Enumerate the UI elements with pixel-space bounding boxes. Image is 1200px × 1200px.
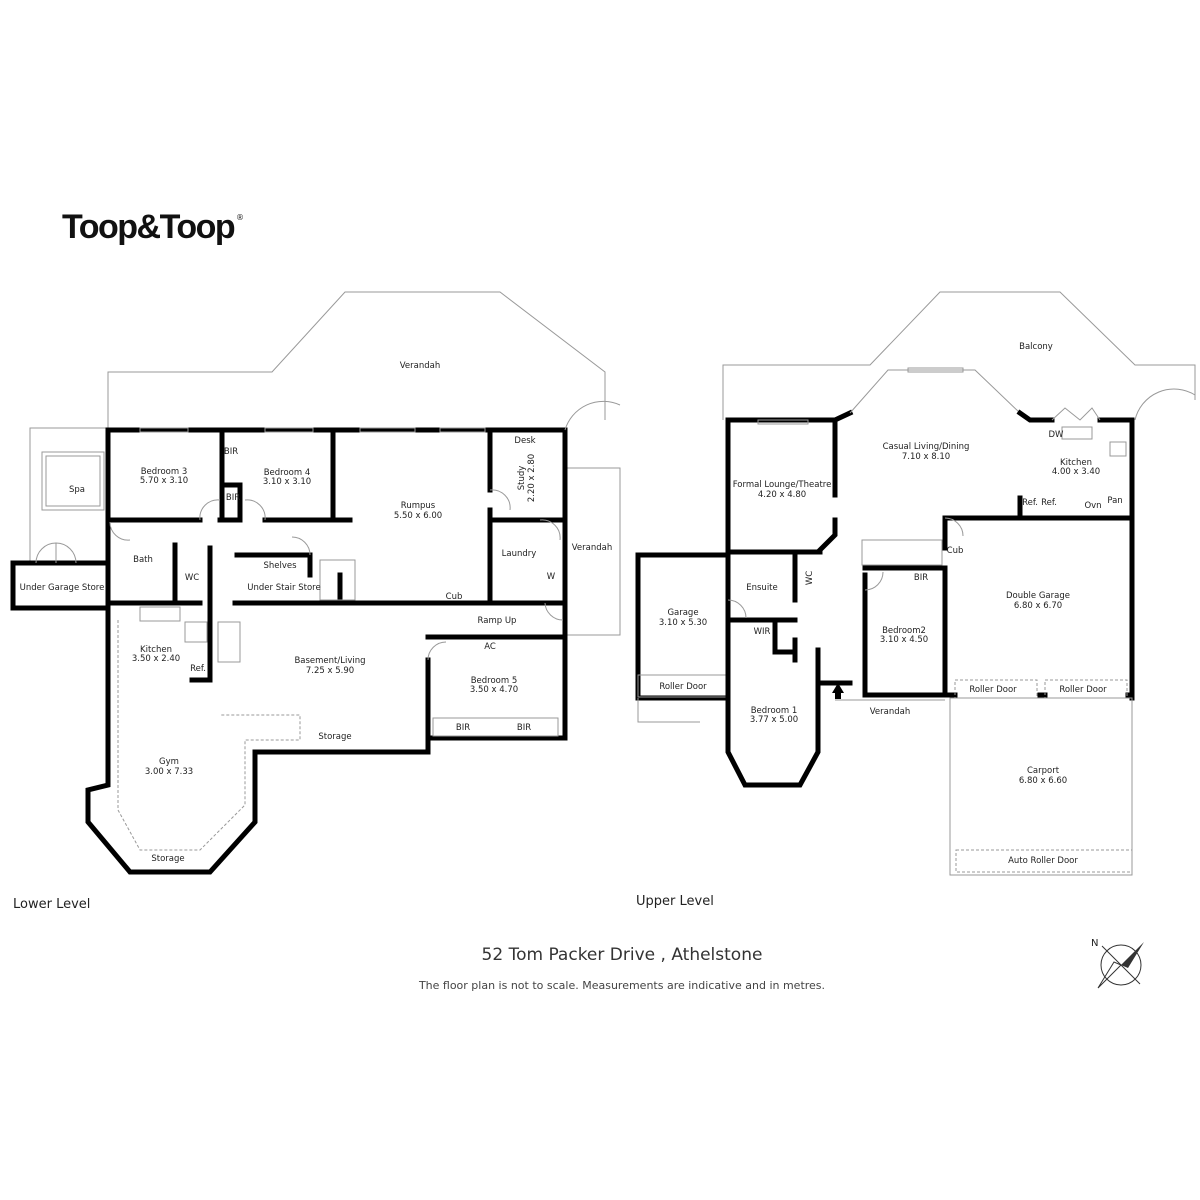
room-dims-bedroom3: 5.70 x 3.10 xyxy=(140,476,188,486)
room-label-cub: Cub xyxy=(446,592,463,602)
room-label-roller-door: Roller Door xyxy=(1059,685,1107,695)
room-label-verandah-side: Verandah xyxy=(572,543,612,553)
room-label-bir: BIR xyxy=(224,447,238,457)
property-address: 52 Tom Packer Drive , Athelstone xyxy=(482,945,763,965)
stairs-lower xyxy=(217,621,241,663)
room-dims-carport: 6.80 x 6.60 xyxy=(1019,776,1067,786)
double-door xyxy=(35,542,77,564)
room-label-laundry: Laundry xyxy=(502,549,537,559)
room-label-shelves: Shelves xyxy=(263,561,297,571)
room-label-desk: Desk xyxy=(514,436,535,446)
room-dims-bedroom1: 3.77 x 5.00 xyxy=(750,715,798,725)
room-label-ref: Ref. xyxy=(1022,498,1038,508)
room-label-kitchen: Kitchen xyxy=(1060,458,1092,468)
spiral-stairs xyxy=(564,388,1196,431)
verandah-outline xyxy=(107,291,606,430)
room-label-bedroom4: Bedroom 4 xyxy=(264,468,311,478)
room-label-cub: Cub xyxy=(947,546,964,556)
room-label-study: Study xyxy=(517,466,527,491)
room-label-storage: Storage xyxy=(151,854,184,864)
room-label-bir: BIR xyxy=(517,723,531,733)
entry-arrow-icon xyxy=(832,683,844,699)
room-dims-study: 2.20 x 2.80 xyxy=(527,454,537,502)
room-label-pantry: Pan xyxy=(1107,496,1122,506)
room-label-wc: WC xyxy=(805,571,815,585)
room-label-spa: Spa xyxy=(69,485,85,495)
carport-outline xyxy=(949,697,1133,876)
room-label-bedroom3: Bedroom 3 xyxy=(141,467,188,477)
room-dims-double-garage: 6.80 x 6.70 xyxy=(1014,601,1062,611)
room-label-carport: Carport xyxy=(1027,766,1060,776)
bifold-door xyxy=(1051,407,1101,421)
room-label-basement: Basement/Living xyxy=(294,656,365,666)
door-swings xyxy=(109,489,564,661)
room-label-oven: Ovn xyxy=(1084,501,1101,511)
room-dims-casual-living: 7.10 x 8.10 xyxy=(902,452,950,462)
room-dims-basement: 7.25 x 5.90 xyxy=(306,666,354,676)
room-label-ref: Ref. xyxy=(1041,498,1057,508)
room-label-storage: Storage xyxy=(318,732,351,742)
sink-icon xyxy=(1061,426,1093,440)
room-label-verandah: Verandah xyxy=(870,707,910,717)
stairs xyxy=(861,539,943,566)
brand-logo: Toop&Toop xyxy=(62,208,235,246)
room-label-wc: WC xyxy=(185,573,199,583)
stairs-upper xyxy=(319,559,356,601)
room-label-under-garage-store: Under Garage Store xyxy=(20,583,105,593)
door-swings xyxy=(727,517,964,619)
room-label-casual-living: Casual Living/Dining xyxy=(883,442,970,452)
room-label-verandah: Verandah xyxy=(400,361,440,371)
side-verandah-outline xyxy=(560,467,621,636)
room-label-bath: Bath xyxy=(133,555,153,565)
balcony-outline xyxy=(722,291,1196,420)
room-dims-kitchen: 3.50 x 2.40 xyxy=(132,654,180,664)
room-label-balcony: Balcony xyxy=(1019,342,1053,352)
disclaimer: The floor plan is not to scale. Measurem… xyxy=(418,979,825,992)
room-label-ac: AC xyxy=(484,642,496,652)
room-label-bedroom1: Bedroom 1 xyxy=(751,706,798,716)
room-label-ref: Ref. xyxy=(190,664,206,674)
room-label-bedroom2: Bedroom2 xyxy=(882,626,926,636)
room-label-bedroom5: Bedroom 5 xyxy=(471,676,518,686)
gym-dashed-outline xyxy=(117,620,301,851)
room-label-roller-door: Roller Door xyxy=(969,685,1017,695)
room-label-kitchen: Kitchen xyxy=(140,645,172,655)
room-label-dw: DW xyxy=(1049,430,1065,440)
room-label-wir: WIR xyxy=(754,627,771,637)
registered-mark: ® xyxy=(236,213,244,222)
compass-north-label: N xyxy=(1091,938,1098,949)
room-label-rumpus: Rumpus xyxy=(401,501,436,511)
lower-level-plan: Verandah Spa Bedroom 3 5.70 x 3.10 BIR B… xyxy=(10,291,621,912)
upper-level-title: Upper Level xyxy=(636,894,714,909)
room-label-auto-roller-door: Auto Roller Door xyxy=(1008,856,1078,866)
room-label-w: W xyxy=(547,572,556,582)
room-dims-kitchen: 4.00 x 3.40 xyxy=(1052,467,1100,477)
room-label-roller-door: Roller Door xyxy=(659,682,707,692)
cooktop-icon xyxy=(1109,441,1127,457)
room-label-bir: BIR xyxy=(226,493,240,503)
lower-outer-walls xyxy=(85,427,568,875)
room-dims-rumpus: 5.50 x 6.00 xyxy=(394,511,442,521)
room-label-double-garage: Double Garage xyxy=(1006,591,1070,601)
room-label-garage: Garage xyxy=(667,608,698,618)
room-dims-gym: 3.00 x 7.33 xyxy=(145,767,193,777)
room-label-ensuite: Ensuite xyxy=(746,583,778,593)
lower-level-title: Lower Level xyxy=(13,897,90,912)
room-dims-bedroom4: 3.10 x 3.10 xyxy=(263,477,311,487)
room-label-ramp-up: Ramp Up xyxy=(478,616,517,626)
upper-level-plan: Balcony Casual Living/Dining 7.10 x 8.10… xyxy=(564,291,1196,909)
cooktop-icon xyxy=(184,621,208,643)
compass-icon: N xyxy=(1091,938,1144,989)
room-label-bir: BIR xyxy=(914,573,928,583)
sink-icon xyxy=(139,606,181,622)
room-label-bir: BIR xyxy=(456,723,470,733)
room-dims-garage: 3.10 x 5.30 xyxy=(659,618,707,628)
room-dims-formal-lounge: 4.20 x 4.80 xyxy=(758,490,806,500)
spa xyxy=(41,451,105,511)
room-label-under-stair-store: Under Stair Store xyxy=(247,583,320,593)
room-dims-bedroom5: 3.50 x 4.70 xyxy=(470,685,518,695)
room-dims-bedroom2: 3.10 x 4.50 xyxy=(880,635,928,645)
room-label-formal-lounge: Formal Lounge/Theatre xyxy=(733,480,832,490)
room-label-gym: Gym xyxy=(159,757,179,767)
